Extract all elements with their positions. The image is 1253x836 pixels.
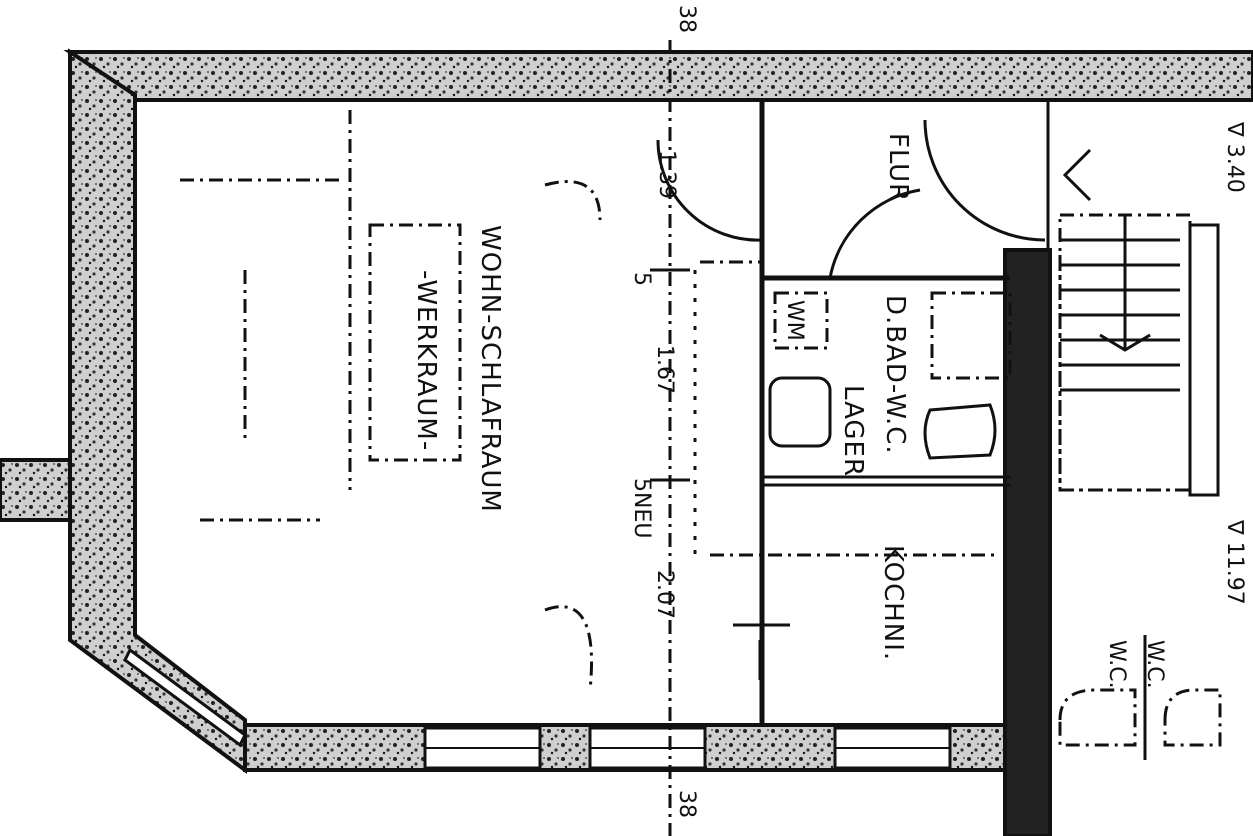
dimension-1: 1.39 [654,150,679,199]
door-swings [656,119,1046,279]
wall-thickness-bottom: 38 [674,790,699,818]
interior-walls [759,100,1050,725]
dimension-line [650,40,790,836]
level-marker-upper: ∇ 3.40 [1222,121,1247,193]
dimension-3: 1.67 [652,345,677,394]
room-label-work: -WERKRAUM- [411,270,441,451]
dimension-5: 2.07 [652,570,677,619]
left-wall [68,48,247,774]
label-wc-1: W.C. [1104,640,1129,689]
label-washer: WM [782,300,807,341]
room-label-storage: LAGER [838,385,868,477]
exterior-walls [0,48,1253,836]
dimension-4: 5NEU [629,478,654,538]
room-label-bath: D.BAD-W.C. [880,295,910,455]
left-neighbour-wall [0,458,72,522]
level-marker-lower: ∇ 11.97 [1222,519,1247,605]
wall-thickness-top: 38 [674,5,699,33]
windows [123,647,952,770]
staircase[interactable] [1058,148,1222,760]
label-wc-2: W.C. [1142,640,1167,689]
room-label-living: WOHN-SCHLAFRAUM [475,225,505,513]
dimension-2: 5 [629,272,654,286]
stair-wall [1003,248,1052,836]
room-label-hall: FLUR [883,133,913,202]
room-label-kitchenette: KOCHNI. [878,545,908,661]
top-wall [63,50,1253,102]
